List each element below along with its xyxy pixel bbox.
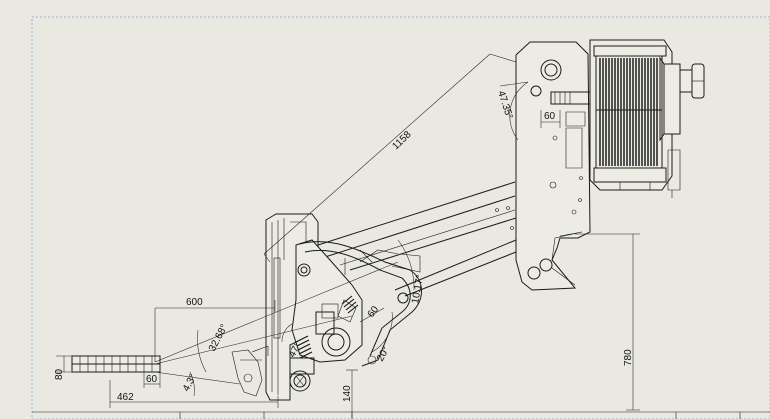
dim-angle-left: 32.68° (207, 323, 230, 354)
dim-angle-low: 4.3° (181, 372, 199, 393)
dim-angle-mid: 10.17° (410, 274, 426, 305)
tool-probe (71, 355, 161, 373)
gripper-jaw (231, 349, 263, 397)
dim-height-right: 780 (623, 349, 634, 366)
winch-cable-coils (599, 58, 658, 166)
plate-hole-top (540, 59, 562, 81)
pivot-mechanism (231, 213, 422, 401)
winch-gearbox (663, 63, 681, 135)
dim-top-angle: 47.35° (495, 90, 514, 121)
dim-top-offset: 60 (544, 111, 556, 122)
dim-height-left: 80 (54, 368, 65, 380)
dim-length-bottom: 462 (117, 392, 134, 403)
lever-hole (397, 292, 409, 304)
dim-height-bottom: 140 (342, 385, 353, 402)
dimension-lines (56, 53, 640, 418)
winch-assembly (515, 39, 705, 291)
pivot-bolt-upper (297, 263, 311, 277)
title-block (32, 411, 770, 419)
pivot-boss (321, 327, 351, 357)
pivot-bolt-lower (289, 370, 311, 392)
dim-arm-length: 1158 (390, 129, 413, 152)
dim-angle-low-mid: 20° (375, 345, 392, 364)
springs (295, 295, 359, 359)
dim-offset-low: 60 (146, 374, 158, 385)
plate-hole-left (530, 85, 542, 97)
plate-hole-lower (539, 258, 553, 272)
dim-horizontal-reach: 600 (186, 297, 203, 308)
sheet-border (31, 16, 770, 419)
boom-arm (317, 181, 517, 297)
